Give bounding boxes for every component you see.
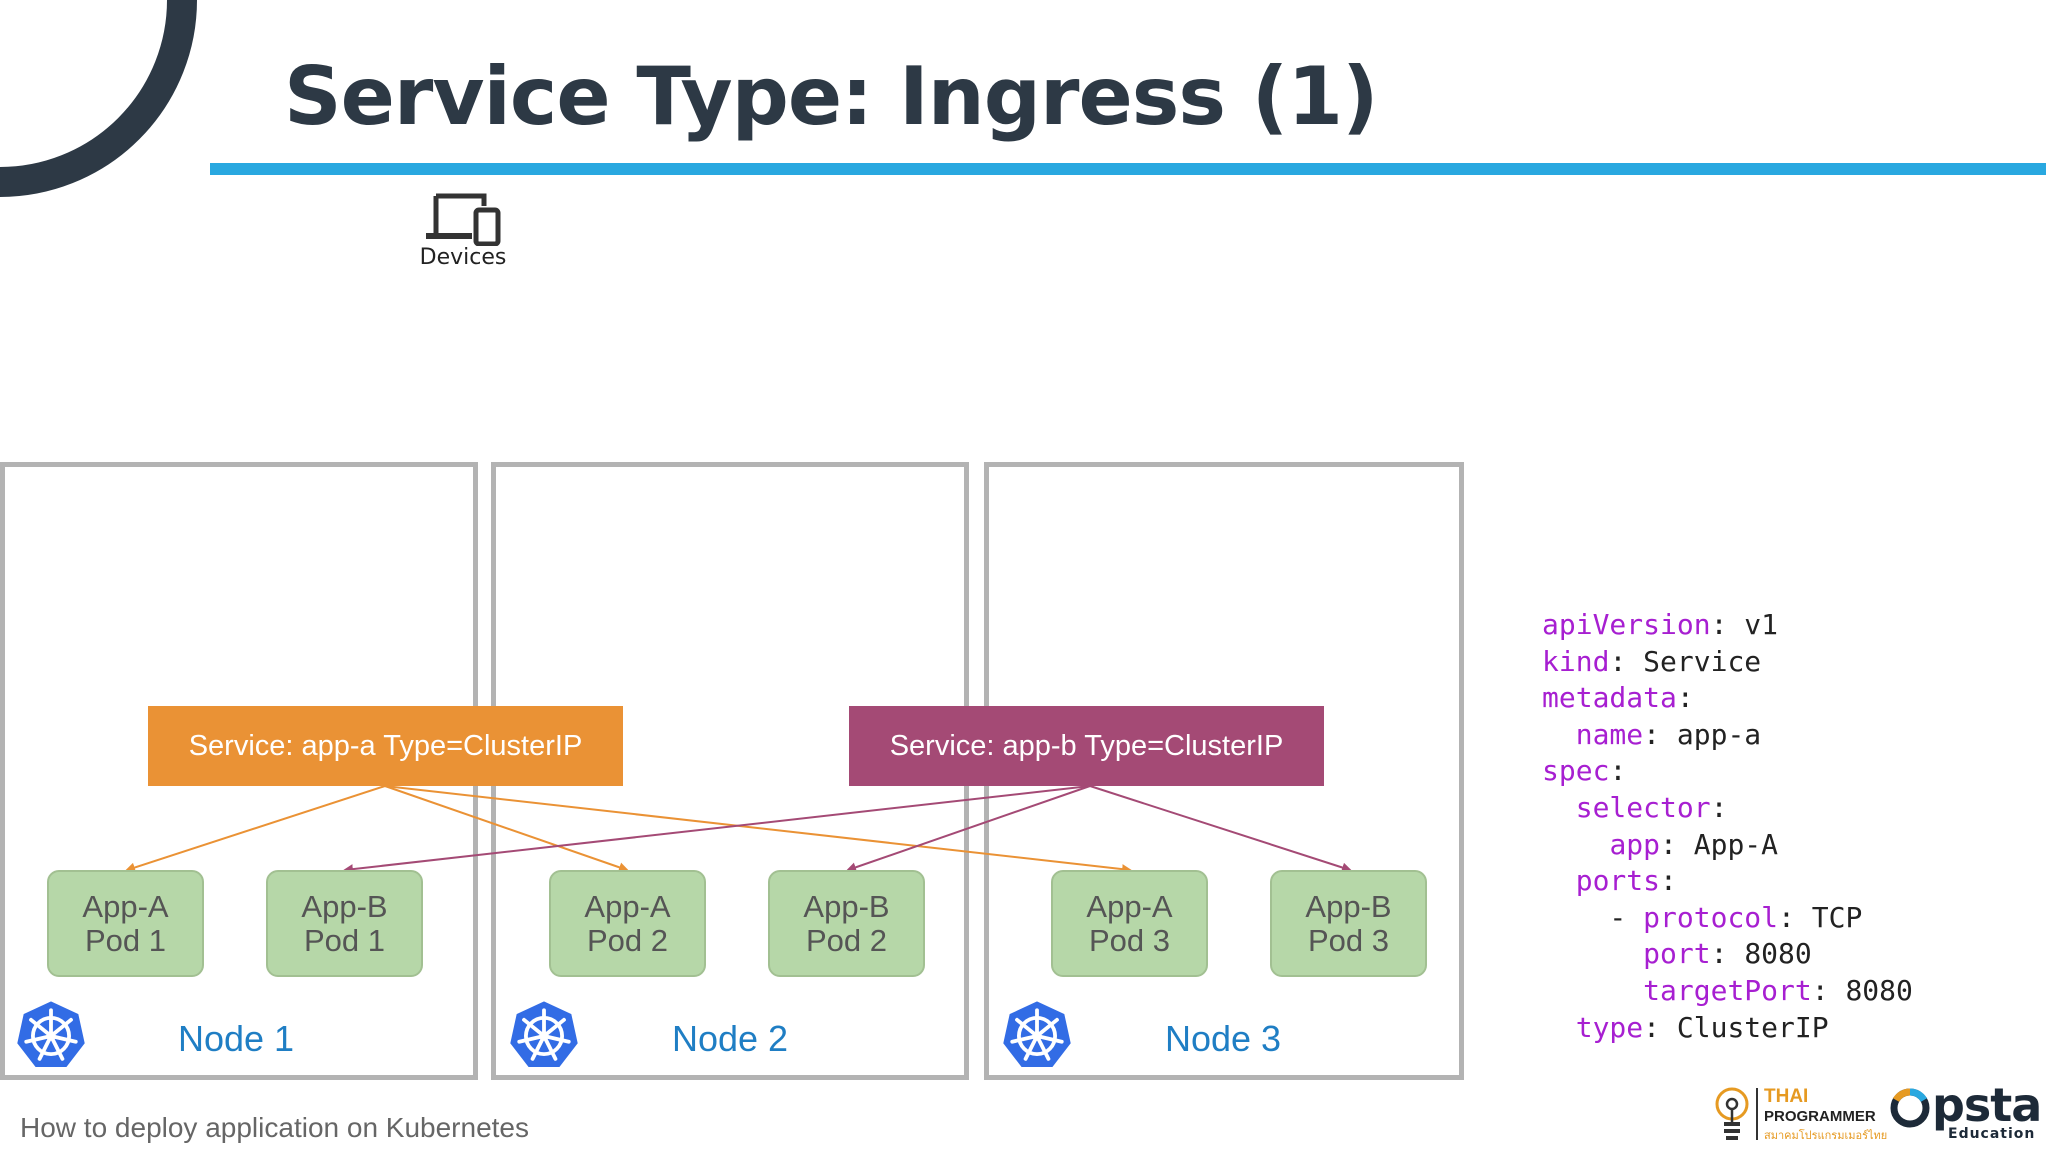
kubernetes-icon — [14, 998, 88, 1070]
footer-text: How to deploy application on Kubernetes — [20, 1112, 530, 1143]
yaml-code-block: apiVersion: v1 kind: Service metadata: n… — [1542, 608, 1913, 1044]
opsta-wordmark: psta — [1932, 1078, 2042, 1132]
devices-icon — [426, 193, 501, 246]
pod-app-b-2: App-B Pod 2 — [768, 870, 925, 977]
pod-number-label: Pod 2 — [805, 922, 887, 958]
opsta-subtitle: Education — [1948, 1126, 2036, 1142]
thai-programmer-logo: THAI PROGRAMMER สมาคมโปรแกรมเมอร์ไทย — [1712, 1082, 1887, 1146]
logo-divider — [1756, 1088, 1758, 1140]
pod-number-label: Pod 1 — [84, 922, 166, 958]
slide-title: Service Type: Ingress (1) — [284, 50, 1379, 143]
pod-number-label: Pod 3 — [1307, 922, 1389, 958]
devices: Devices — [418, 192, 508, 270]
thai-logo-line-2: PROGRAMMER — [1764, 1108, 1876, 1125]
service-app-a: Service: app-a Type=ClusterIP — [148, 706, 623, 786]
kubernetes-icon — [507, 998, 581, 1070]
pod-app-a-2: App-A Pod 2 — [549, 870, 706, 977]
pod-app-a-1: App-A Pod 1 — [47, 870, 204, 977]
lightbulb-icon — [1715, 1087, 1749, 1140]
opsta-o-icon — [1890, 1088, 1930, 1128]
pod-app-a-3: App-A Pod 3 — [1051, 870, 1208, 977]
thai-logo-line-1: THAI — [1764, 1086, 1809, 1107]
pod-number-label: Pod 3 — [1088, 922, 1170, 958]
title-rule — [210, 163, 2046, 175]
pod-number-label: Pod 1 — [303, 922, 385, 958]
corner-arc-decoration — [0, 0, 197, 197]
pod-app-b-1: App-B Pod 1 — [266, 870, 423, 977]
pod-number-label: Pod 2 — [586, 922, 668, 958]
node-2-label: Node 2 — [671, 1018, 789, 1059]
pod-app-label: App-B — [1305, 888, 1392, 924]
pod-app-b-3: App-B Pod 3 — [1270, 870, 1427, 977]
service-app-b: Service: app-b Type=ClusterIP — [849, 706, 1324, 786]
opsta-logo: psta Education — [1888, 1078, 2042, 1146]
node-3-label: Node 3 — [1164, 1018, 1282, 1059]
pod-app-label: App-A — [584, 888, 671, 924]
pod-app-label: App-A — [1086, 888, 1173, 924]
devices-label: Devices — [419, 245, 507, 270]
pod-app-label: App-B — [301, 888, 388, 924]
thai-logo-line-3: สมาคมโปรแกรมเมอร์ไทย — [1764, 1130, 1888, 1142]
pod-app-label: App-B — [803, 888, 890, 924]
pod-app-label: App-A — [82, 888, 169, 924]
node-1-label: Node 1 — [177, 1018, 295, 1059]
kubernetes-icon — [1000, 998, 1074, 1070]
